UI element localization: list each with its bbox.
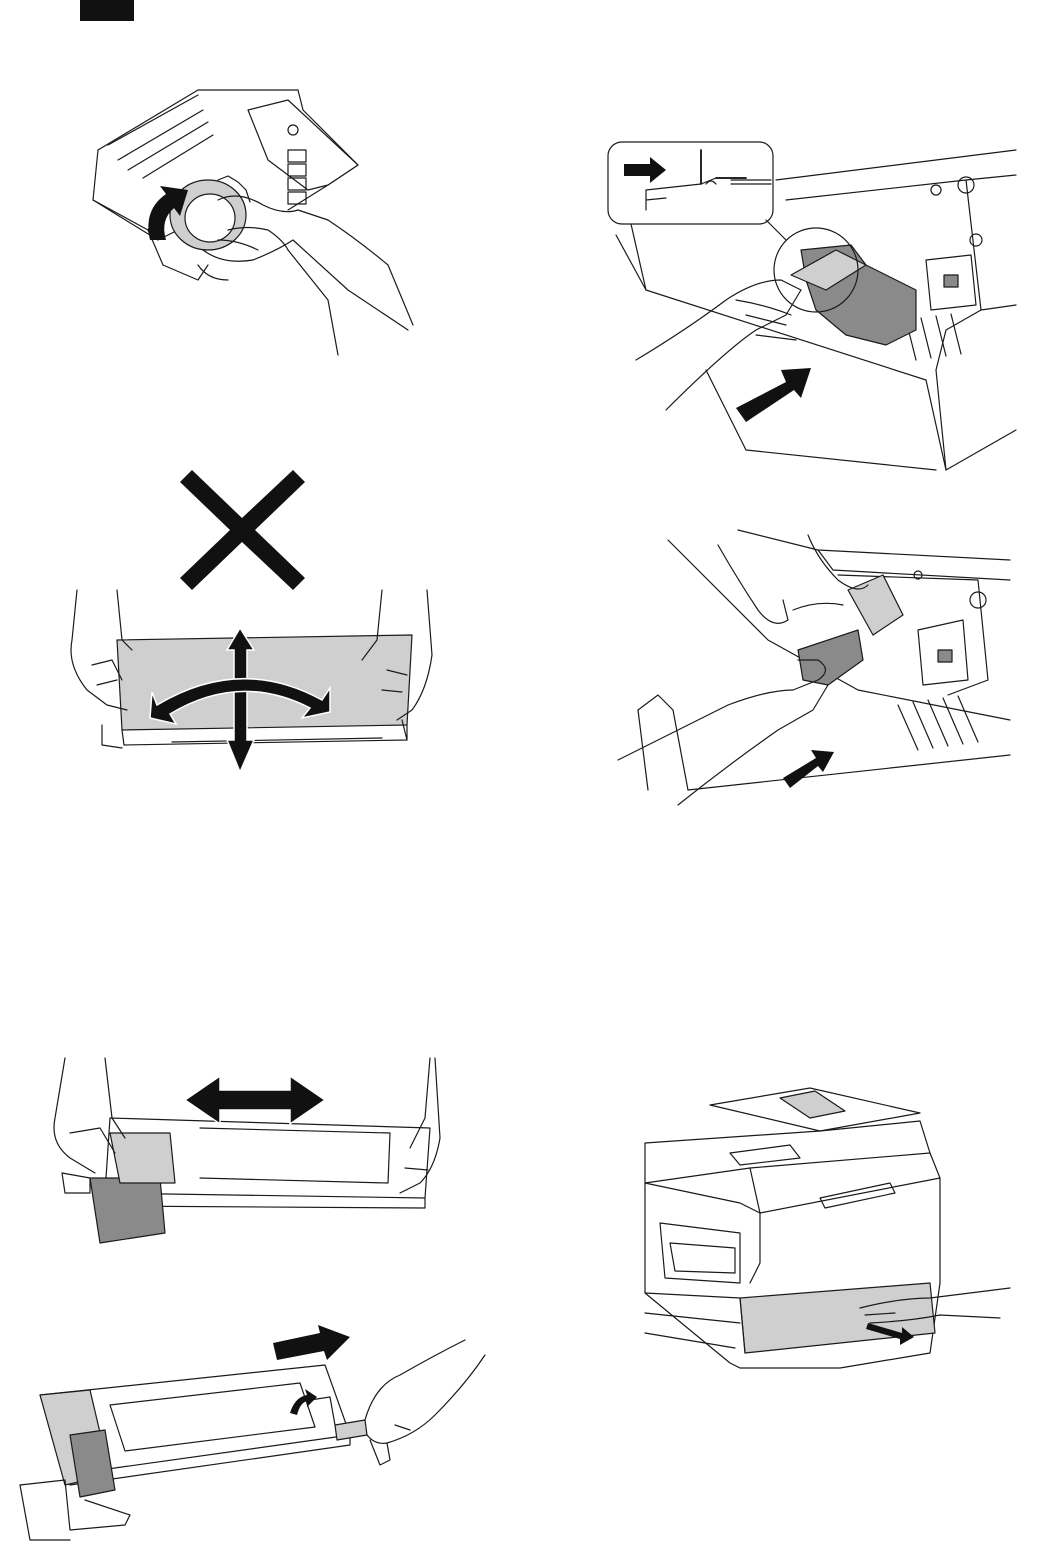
figure-remove-cartridge	[618, 520, 1010, 805]
figure-insert-cartridge	[606, 140, 1016, 475]
figure-copier-tray	[640, 1083, 1010, 1378]
section-tab	[80, 0, 134, 21]
figure-shake-horizontal	[50, 1058, 450, 1248]
figure-prohibited	[180, 470, 305, 590]
figure-rotate-gear	[88, 90, 418, 365]
figure-pull-tape	[15, 1325, 485, 1550]
prohibited-x-icon	[180, 470, 305, 590]
figure-no-shake	[62, 580, 437, 780]
